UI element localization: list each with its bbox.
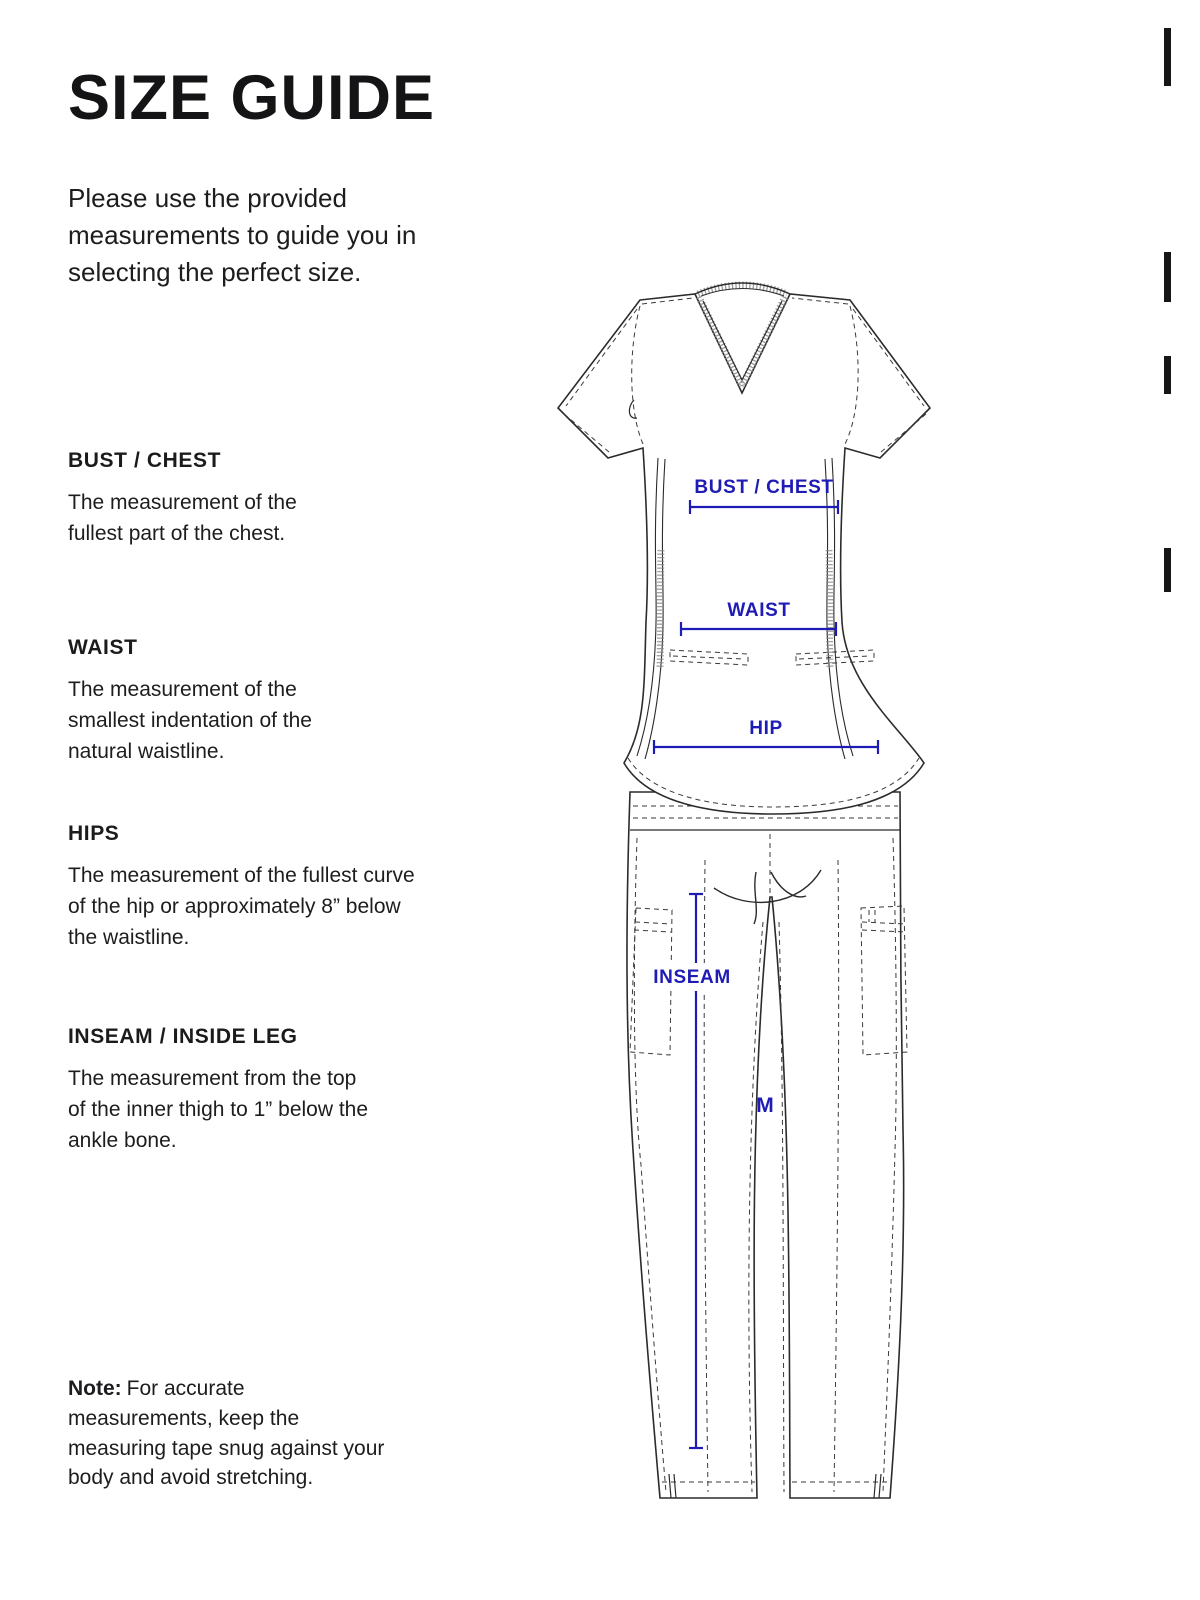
side-rib-texture-right	[825, 549, 834, 669]
cargo-pocket-right	[860, 905, 908, 1056]
inseam-label-backing	[646, 963, 738, 991]
definition-hips: HIPS The measurement of the fullest curv…	[68, 822, 420, 953]
edge-artifact	[1164, 28, 1171, 86]
note-label: Note:	[68, 1377, 122, 1400]
intro-text: Please use the provided measurements to …	[68, 183, 417, 287]
definition-body: The measurement from the top of the inne…	[68, 1067, 369, 1153]
measurement-note: Note:For accurate measurements, keep the…	[68, 1374, 386, 1493]
definition-heading: BUST / CHEST	[68, 449, 222, 472]
size-diagram: BUST / CHEST WAIST HIP INSEAM M	[556, 281, 932, 1499]
definition-heading: WAIST	[68, 636, 138, 659]
cord-curl	[628, 399, 638, 419]
bust-measure-label: BUST / CHEST	[694, 477, 833, 498]
top-stitching	[563, 297, 927, 808]
side-rib-texture-left	[656, 549, 665, 669]
waist-measure-label: WAIST	[727, 600, 790, 621]
hip-measure-label: HIP	[749, 718, 782, 739]
definition-body: The measurement of the fullest curve of …	[68, 864, 415, 950]
definition-heading: HIPS	[68, 822, 120, 845]
scrub-top-drawing	[556, 281, 932, 815]
scrub-pants-drawing	[626, 791, 908, 1499]
definition-waist: WAIST The measurement of the smallest in…	[68, 636, 368, 767]
inseam-measure-label: INSEAM	[653, 967, 731, 988]
edge-artifact	[1164, 356, 1171, 394]
definition-heading: INSEAM / INSIDE LEG	[68, 1025, 298, 1048]
definition-body: The measurement of the fullest part of t…	[68, 491, 297, 546]
definition-inseam: INSEAM / INSIDE LEG The measurement from…	[68, 1025, 373, 1156]
size-marker-label: M	[756, 1094, 774, 1117]
page-title: SIZE GUIDE	[68, 63, 436, 133]
measurement-annotations: BUST / CHEST WAIST HIP INSEAM M	[646, 477, 880, 1450]
drawstring	[713, 869, 822, 925]
note-body: For accurate measurements, keep the meas…	[68, 1377, 385, 1490]
pants-stitching	[629, 805, 908, 1493]
definition-body: The measurement of the smallest indentat…	[68, 678, 312, 764]
edge-artifact	[1164, 548, 1171, 592]
definition-bust-chest: BUST / CHEST The measurement of the full…	[68, 449, 340, 549]
edge-artifact	[1164, 252, 1171, 302]
v-neck-ribbing	[695, 295, 746, 388]
cargo-pocket-left	[629, 907, 673, 1056]
ankle-slits	[668, 1473, 882, 1499]
